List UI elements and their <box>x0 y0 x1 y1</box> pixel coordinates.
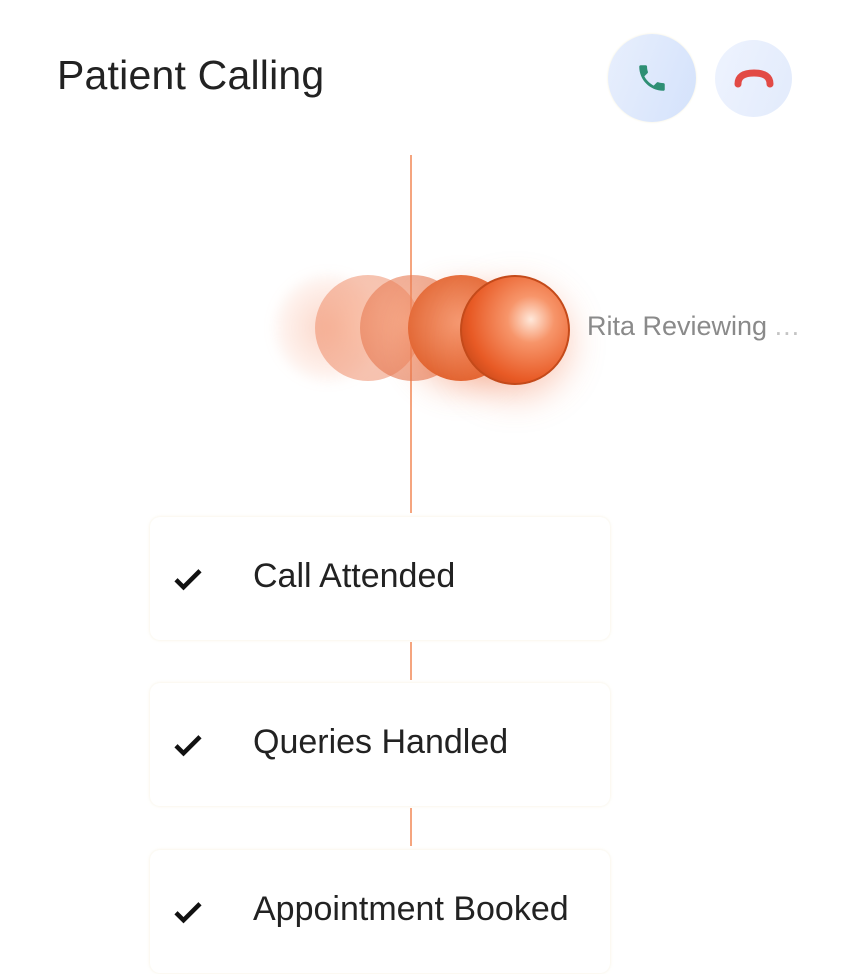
step-call-attended: Call Attended <box>150 517 610 640</box>
agent-status-text: Rita Reviewing <box>587 311 768 341</box>
check-icon <box>174 569 202 591</box>
step-appointment-booked: Appointment Booked <box>150 850 610 973</box>
check-icon <box>174 902 202 924</box>
step-label: Appointment Booked <box>253 890 569 928</box>
decline-call-button[interactable] <box>715 40 792 117</box>
check-icon <box>174 735 202 757</box>
step-label: Queries Handled <box>253 723 509 761</box>
page-title: Patient Calling <box>57 52 325 98</box>
step-label: Call Attended <box>253 557 456 595</box>
loading-dots: ... <box>774 311 801 341</box>
phone-icon <box>639 65 665 91</box>
agent-orb <box>460 275 570 385</box>
timeline-connector <box>410 808 412 846</box>
agent-avatar-animation <box>260 260 580 410</box>
phone-hangup-icon <box>734 68 773 87</box>
step-queries-handled: Queries Handled <box>150 683 610 806</box>
timeline-connector <box>410 642 412 680</box>
accept-call-button[interactable] <box>608 34 696 122</box>
agent-status: Rita Reviewing ... <box>587 311 800 342</box>
